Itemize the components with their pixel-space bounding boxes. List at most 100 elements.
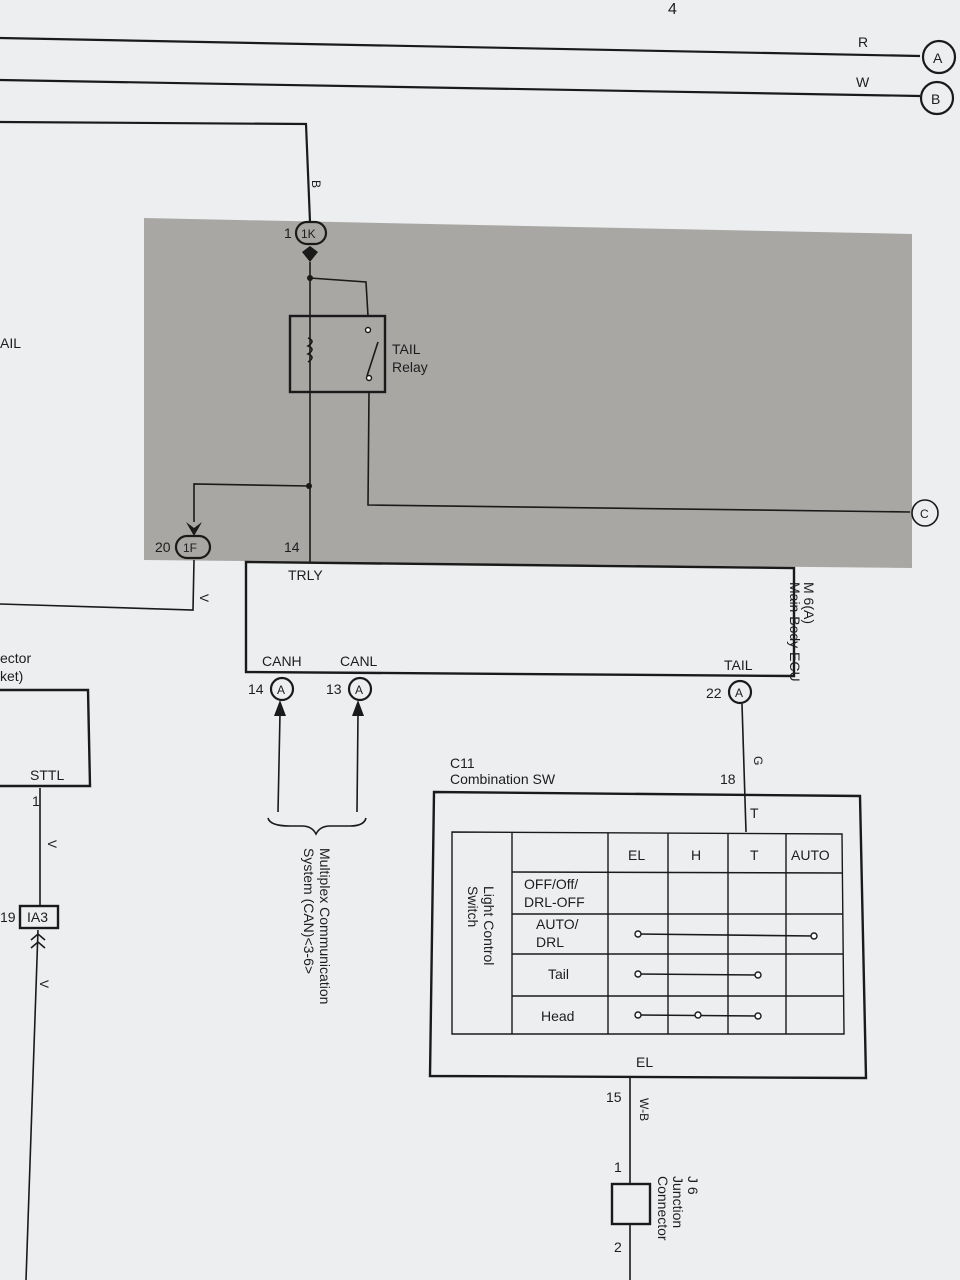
ecu-name: Main Body ECU [787,582,803,682]
j6-name-1: Junction [670,1176,686,1228]
light-control-switch-table [451,831,845,1035]
continuity-head [634,1011,762,1020]
sttl-terminal: STTL [30,767,64,783]
wire-1f-out [0,559,195,611]
canh-connector: A [269,676,295,702]
wire-w [0,78,921,98]
svg-text:1K: 1K [301,227,316,241]
relay-coil [306,337,313,363]
row-tail: Tail [548,966,569,982]
svg-text:1F: 1F [183,541,197,555]
wire-g-label: G [751,756,765,765]
left-connector-label-1: ector [0,650,31,666]
row-auto-1: AUTO/ [536,916,579,932]
j6-pin-2: 2 [614,1239,622,1255]
canh-pin: 14 [248,681,264,697]
j6-connector [610,1182,652,1226]
off-page-connector-a: A [921,39,957,75]
connector-1k: 1K [294,220,328,246]
continuity-tail [634,970,762,979]
main-body-ecu-box [244,560,796,678]
ecu-tail: TAIL [724,657,753,673]
connector-1f: 1F [174,534,212,560]
wire-1f-label: V [197,594,211,602]
svg-text:IA3: IA3 [27,909,48,925]
row-off-2: DRL-OFF [524,894,585,910]
branch-to-1f [193,483,310,522]
canl-connector: A [347,676,373,702]
svg-text:A: A [355,683,363,697]
j6-pin-1: 1 [614,1159,622,1175]
switch-label-2: Switch [465,886,481,927]
combination-sw-code: C11 [450,755,475,771]
wire-w-label: W [856,74,870,90]
wire-b-label: B [309,180,323,188]
j6-name-2: Connector [655,1176,671,1241]
left-connector-label-2: ket) [0,668,23,684]
relay-block-shading [144,218,912,568]
ecu-code: M 6(A) [801,582,817,624]
ia3-pin: 19 [0,909,16,925]
row-head: Head [541,1008,574,1024]
left-tail-label: AIL [0,335,21,351]
col-el: EL [628,847,645,863]
svg-text:B: B [931,91,940,107]
j6-code: J 6 [685,1176,701,1195]
wire-g [741,703,747,833]
ia3-wire [25,929,39,1280]
connector-1f-pin: 20 [155,539,171,555]
svg-text:A: A [933,50,943,66]
row-auto-2: DRL [536,934,564,950]
page-number: 4 [668,1,677,18]
wire-b [0,120,312,223]
off-page-connector-c: C [911,499,939,527]
connector-1f-arrow [186,522,202,536]
multiplex-line2: System (CAN)<3-6> [301,848,317,974]
canh-wire [277,713,281,813]
wire-w-b-label: W-B [637,1098,651,1121]
multiplex-line1: Multiplex Communication [317,848,333,1004]
col-t: T [750,847,759,863]
tail-pin: 22 [706,685,722,701]
ecu-canh: CANH [262,653,302,669]
tail-relay [288,314,387,394]
tail-connector: A [727,679,753,705]
relay-contact-feed [309,277,369,317]
sttl-pin: 1 [32,793,40,809]
switch-label-1: Light Control [481,886,497,965]
left-wire-v-upper: V [45,840,59,848]
ia3-connector: IA3 [18,904,60,930]
relay-switch-blade [366,341,379,377]
svg-text:A: A [277,683,285,697]
left-wire-v-lower: V [37,980,51,988]
off-page-connector-b: B [919,80,955,116]
can-brace [267,817,367,836]
wire-r-label: R [858,34,868,50]
connector-1k-pin: 1 [284,225,292,241]
svg-text:C: C [920,507,929,521]
terminal-t-top: T [750,805,759,821]
terminal-el-bottom: EL [636,1054,653,1070]
left-ecu-box [0,688,92,788]
ecu-trly: TRLY [288,567,323,583]
connector-1k-arrow [302,246,318,262]
relay-output [367,391,911,513]
combination-sw-box [428,790,868,1080]
canl-wire [356,713,359,813]
pin-18: 18 [720,771,736,787]
ecu-canl: CANL [340,653,378,669]
canl-pin: 13 [326,681,342,697]
col-h: H [691,847,701,863]
tail-relay-label-2: Relay [392,359,428,375]
combination-sw-name: Combination SW [450,771,556,787]
tail-relay-label-1: TAIL [392,341,421,357]
svg-text:A: A [735,686,743,700]
wire-r [0,36,921,58]
canl-arrow [352,700,364,716]
continuity-auto-drl [634,930,818,940]
row-off-1: OFF/Off/ [524,876,578,892]
canh-arrow [274,700,286,716]
pin-15: 15 [606,1089,622,1105]
trly-pin: 14 [284,539,300,555]
